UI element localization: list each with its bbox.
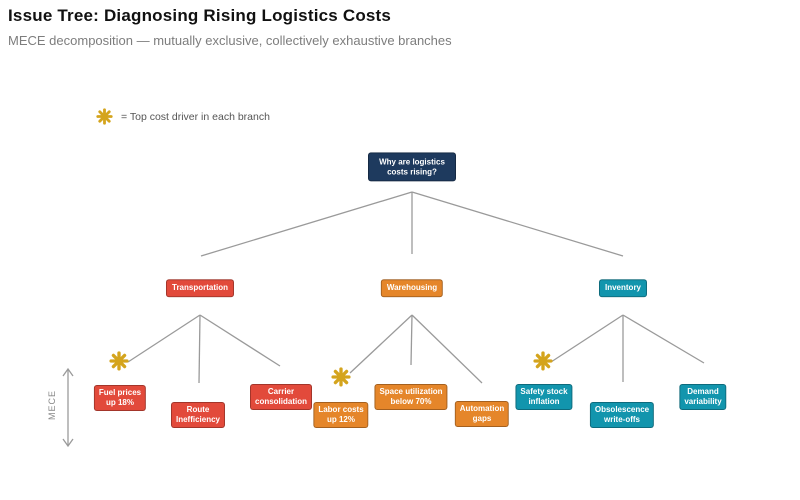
leaf-node-automation-gaps: Automation gaps xyxy=(454,401,510,427)
root-node: Why are logistics costs rising? xyxy=(368,152,456,182)
page-title: Issue Tree: Diagnosing Rising Logistics … xyxy=(8,6,392,25)
leaf-node-route-inefficiency: Route Inefficiency xyxy=(170,402,226,428)
leaf-node-labor-costs: Labor costs up 12% xyxy=(313,402,369,428)
asterisk-star-icon xyxy=(96,108,113,125)
branch-node-warehousing: Warehousing xyxy=(380,279,444,297)
mece-axis-arrow xyxy=(62,367,74,448)
top-driver-star-icon-safety-stock xyxy=(533,351,553,371)
mece-axis-label: MECE xyxy=(47,390,57,421)
top-driver-star-icon-labor xyxy=(331,367,351,387)
page-subtitle: MECE decomposition — mutually exclusive,… xyxy=(8,33,452,48)
legend: = Top cost driver in each branch xyxy=(96,108,270,125)
top-driver-star-icon-fuel xyxy=(109,351,129,371)
leaf-node-fuel-prices: Fuel prices up 18% xyxy=(93,385,147,411)
leaf-node-obsolescence: Obsolescence write-offs xyxy=(589,402,655,428)
leaf-node-safety-stock: Safety stock inflation xyxy=(515,384,573,410)
branch-node-inventory: Inventory xyxy=(598,279,648,297)
leaf-node-demand-variability: Demand variability xyxy=(679,384,727,410)
leaf-node-space-utilization: Space utilization below 70% xyxy=(374,384,448,410)
leaf-node-carrier-consolidation: Carrier consolidation xyxy=(250,384,312,410)
branch-node-transportation: Transportation xyxy=(165,279,235,297)
legend-label: = Top cost driver in each branch xyxy=(121,110,270,123)
